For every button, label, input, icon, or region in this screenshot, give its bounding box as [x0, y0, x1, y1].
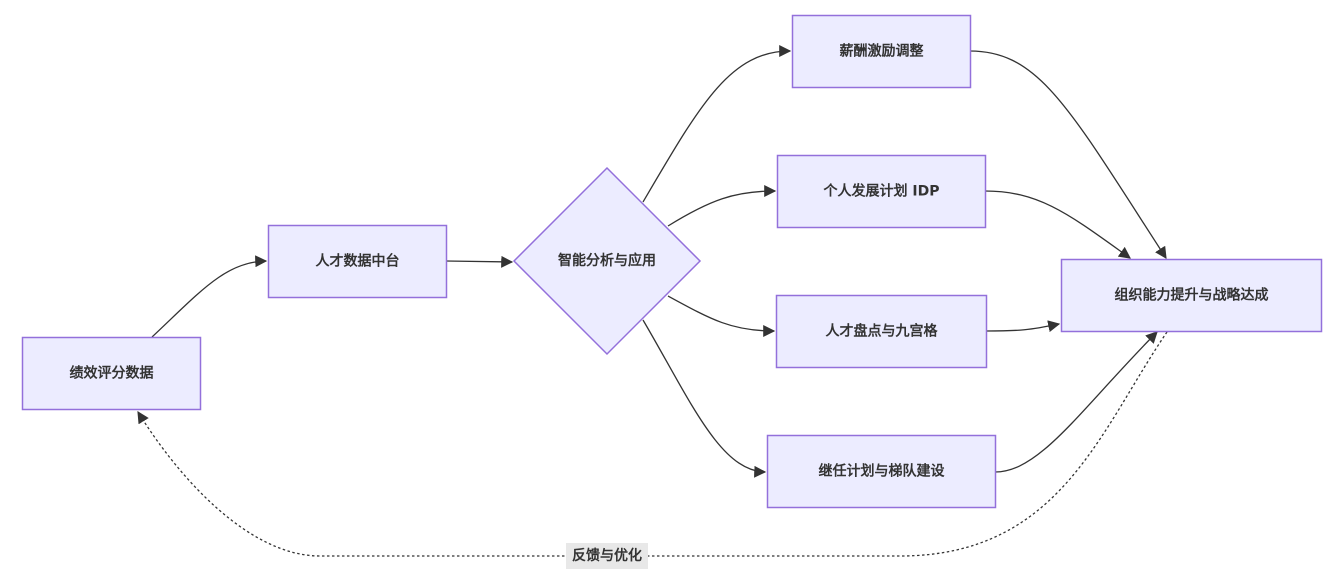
- edge-analysis-to-succession: [642, 319, 767, 478]
- node-goal-label: 组织能力提升与战略达成: [1115, 287, 1269, 304]
- node-analysis-diamond: [512, 166, 702, 356]
- node-review-label: 人才盘点与九宫格: [826, 323, 939, 340]
- node-review-box: [775, 294, 988, 369]
- edge-analysis-to-review: [667, 295, 776, 337]
- node-comp-box: [791, 14, 972, 89]
- node-goal[interactable]: 组织能力提升与战略达成: [1060, 258, 1323, 333]
- node-perf-box: [21, 336, 202, 411]
- edge-hub-to-analysis: [445, 255, 514, 268]
- edge-idp-to-goal: [984, 190, 1131, 259]
- node-idp-label: 个人发展计划 IDP: [823, 183, 940, 200]
- node-comp-label: 薪酬激励调整: [840, 43, 925, 60]
- edge-analysis-to-comp: [642, 45, 792, 203]
- node-succession[interactable]: 继任计划与梯队建设: [766, 434, 997, 509]
- node-analysis[interactable]: 智能分析与应用: [512, 166, 702, 356]
- node-hub-label: 人才数据中台: [316, 253, 400, 270]
- node-perf[interactable]: 绩效评分数据: [21, 336, 202, 411]
- node-succession-box: [766, 434, 997, 509]
- node-idp[interactable]: 个人发展计划 IDP: [776, 154, 987, 229]
- node-review[interactable]: 人才盘点与九宫格: [775, 294, 988, 369]
- edges: [137, 45, 1168, 557]
- node-hub[interactable]: 人才数据中台: [267, 224, 448, 299]
- edge-analysis-to-idp: [667, 185, 777, 227]
- node-succession-label: 继任计划与梯队建设: [819, 463, 946, 480]
- edge-review-to-goal: [985, 320, 1061, 333]
- node-analysis-label: 智能分析与应用: [557, 252, 656, 269]
- edge-goal-to-perf-feedback: [137, 331, 1168, 557]
- node-idp-box: [776, 154, 987, 229]
- edge-succession-to-goal: [994, 331, 1158, 473]
- edge-label-background: [566, 543, 648, 569]
- node-comp[interactable]: 薪酬激励调整: [791, 14, 972, 89]
- node-goal-box: [1060, 258, 1323, 333]
- edge-label-feedback: 反馈与优化: [566, 543, 648, 569]
- node-hub-box: [267, 224, 448, 299]
- node-perf-label: 绩效评分数据: [70, 365, 154, 382]
- edge-perf-to-hub: [151, 255, 268, 338]
- edge-comp-to-goal: [969, 50, 1167, 260]
- edge-label-text: 反馈与优化: [572, 547, 642, 564]
